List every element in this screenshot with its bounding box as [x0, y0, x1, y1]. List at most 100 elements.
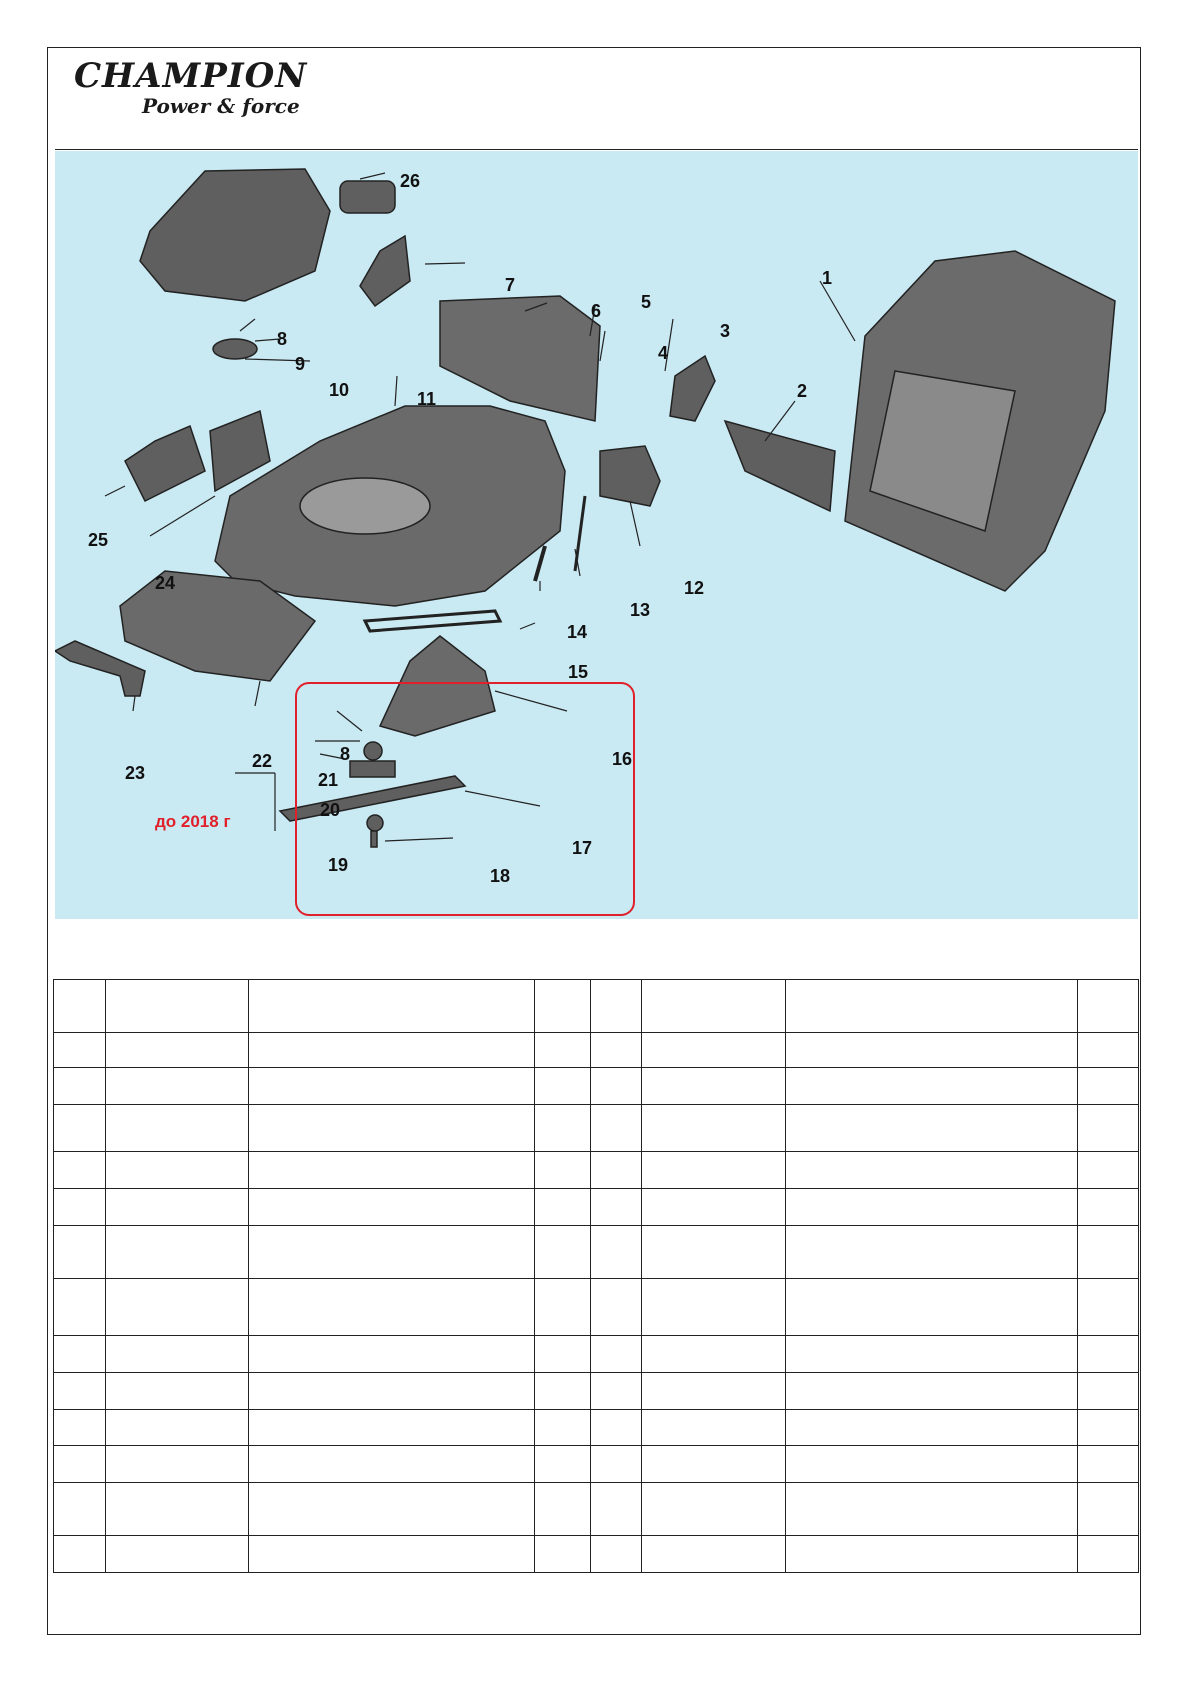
table-cell	[248, 1481, 535, 1536]
table-row	[53, 1534, 1139, 1574]
table-cell	[590, 1481, 642, 1536]
table-cell	[1077, 1278, 1139, 1336]
callout-18: 18	[490, 866, 511, 886]
table-cell	[53, 1444, 106, 1483]
link-part	[533, 545, 547, 582]
table-cell	[590, 1371, 642, 1410]
callout-8-box: 8	[340, 744, 351, 764]
table-cell	[534, 1278, 591, 1336]
table-cell	[248, 1151, 535, 1190]
table-cell	[590, 1067, 642, 1106]
callout-26: 26	[400, 171, 421, 191]
table-cell	[641, 1408, 786, 1446]
table-cell	[105, 1104, 249, 1153]
table-cell	[248, 1371, 535, 1410]
table-cell	[534, 1408, 591, 1446]
table-cell	[785, 1031, 1078, 1069]
table-cell	[534, 1225, 591, 1280]
table-cell	[534, 1151, 591, 1190]
table-row	[53, 1278, 1139, 1336]
table-cell	[785, 1481, 1078, 1536]
table-cell	[105, 1225, 249, 1280]
table-cell	[534, 1334, 591, 1373]
table-cell	[105, 1334, 249, 1373]
table-cell	[534, 1534, 591, 1574]
table-cell	[248, 1444, 535, 1483]
table-header-cell	[105, 979, 249, 1033]
table-header-cell	[641, 979, 786, 1033]
table-cell	[248, 1278, 535, 1336]
champion-logo: CHAMPION Power & force	[72, 52, 312, 122]
table-cell	[590, 1225, 642, 1280]
table-cell	[641, 1534, 786, 1574]
table-cell	[105, 1031, 249, 1069]
table-cell	[248, 1408, 535, 1446]
callout-17: 17	[572, 838, 593, 858]
table-cell	[53, 1031, 106, 1069]
table-cell	[105, 1444, 249, 1483]
front-handle-part	[55, 640, 146, 697]
callout-19: 19	[328, 855, 349, 875]
logo-brand: CHAMPION	[74, 56, 308, 96]
table-cell	[785, 1151, 1078, 1190]
callout-21: 21	[318, 770, 339, 790]
table-cell	[590, 1334, 642, 1373]
table-cell	[1077, 1151, 1139, 1190]
rear-cover-part	[599, 445, 661, 507]
exploded-parts-diagram: 1 2 3 4 5 6 7 8 9 10 11 12 13 14 15 16 1…	[55, 151, 1138, 919]
table-cell	[105, 1151, 249, 1190]
callout-8-top: 8	[277, 329, 288, 349]
table-cell	[641, 1031, 786, 1069]
table-cell	[53, 1371, 106, 1410]
table-header-row	[53, 979, 1139, 1033]
table-cell	[590, 1278, 642, 1336]
page-frame	[47, 47, 1141, 1635]
table-row	[53, 1188, 1139, 1227]
table-cell	[1077, 1334, 1139, 1373]
table-cell	[1077, 1481, 1139, 1536]
callout-7: 7	[505, 275, 516, 295]
engine-part	[139, 168, 331, 302]
table-cell	[1077, 1188, 1139, 1227]
table-cell	[641, 1188, 786, 1227]
table-cell	[248, 1031, 535, 1069]
table-cell	[1077, 1534, 1139, 1574]
table-row	[53, 1151, 1139, 1190]
table-cell	[534, 1481, 591, 1536]
callout-6: 6	[591, 301, 602, 321]
table-cell	[248, 1104, 535, 1153]
table-cell	[534, 1371, 591, 1410]
table-cell	[534, 1104, 591, 1153]
table-cell	[53, 1188, 106, 1227]
table-cell	[105, 1188, 249, 1227]
table-header-cell	[53, 979, 106, 1033]
table-cell	[641, 1104, 786, 1153]
callout-20: 20	[320, 800, 341, 820]
table-cell	[1077, 1371, 1139, 1410]
callout-23: 23	[125, 763, 146, 783]
table-cell	[53, 1481, 106, 1536]
callout-1: 1	[822, 268, 833, 288]
table-cell	[248, 1334, 535, 1373]
blade-adapter-part	[349, 760, 396, 778]
table-cell	[105, 1278, 249, 1336]
table-header-cell	[1077, 979, 1139, 1033]
callout-12: 12	[684, 578, 705, 598]
table-cell	[785, 1225, 1078, 1280]
table-cell	[590, 1151, 642, 1190]
table-cell	[641, 1481, 786, 1536]
callout-24: 24	[155, 573, 176, 593]
table-row	[53, 1067, 1139, 1106]
table-cell	[105, 1481, 249, 1536]
table-cell	[590, 1408, 642, 1446]
rear-shield-part	[439, 295, 601, 422]
pulley-part	[212, 338, 258, 360]
table-row	[53, 1031, 1139, 1069]
table-cell	[1077, 1067, 1139, 1106]
table-cell	[785, 1371, 1078, 1410]
table-cell	[590, 1444, 642, 1483]
callout-15: 15	[568, 662, 589, 682]
pre-2018-parts-box	[295, 682, 635, 916]
callout-14: 14	[567, 622, 588, 642]
table-cell	[53, 1067, 106, 1106]
